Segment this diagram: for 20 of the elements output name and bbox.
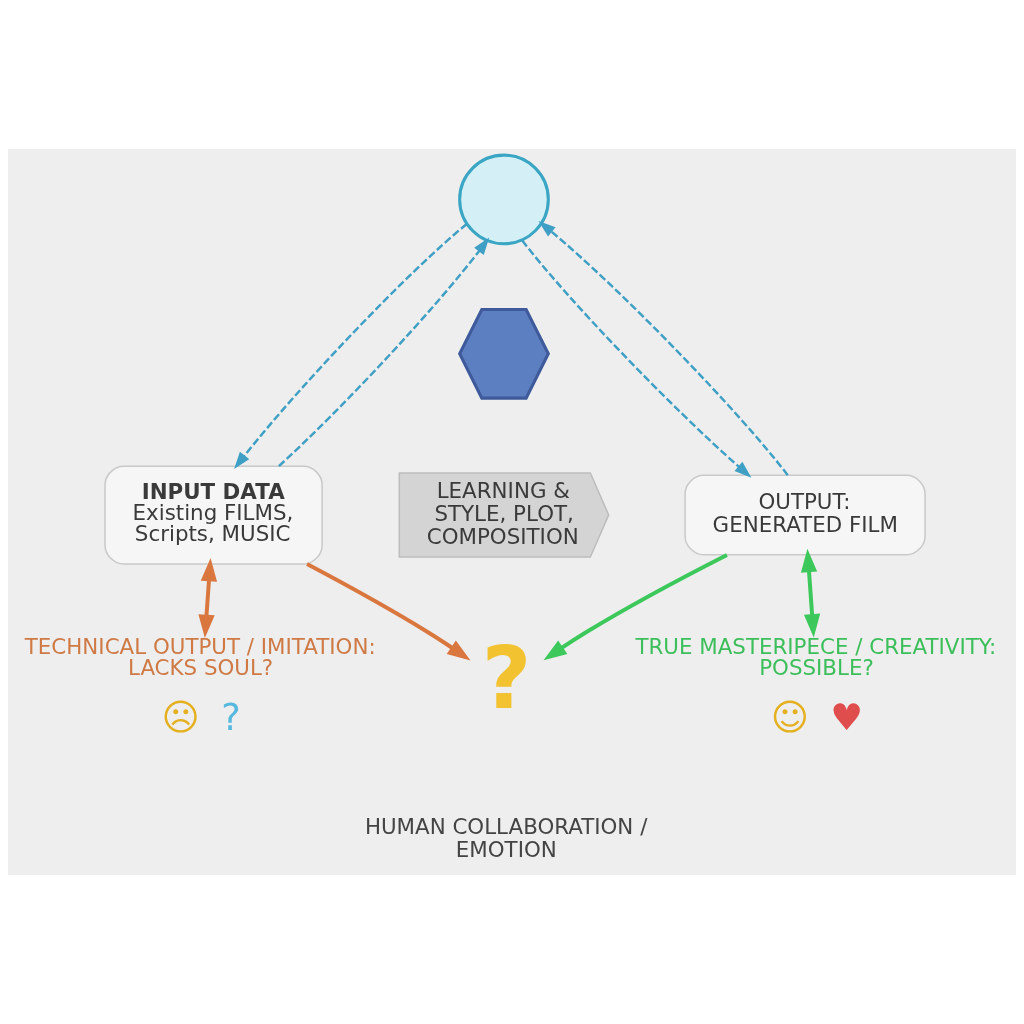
arrow — [198, 558, 218, 638]
node-circle — [458, 153, 550, 246]
node-text: TECHNICAL OUTPUT / IMITATION: LACKS SOUL? — [24, 633, 376, 681]
arrow — [800, 548, 821, 638]
node-label: ? — [221, 696, 241, 740]
node-text: ? — [481, 629, 532, 729]
arrow — [521, 239, 752, 478]
node-text: HUMAN COLLABORATION / EMOTION — [364, 814, 648, 862]
node-text: TRUE MASTERIPECE / CREATIVITY: POSSIBLE? — [635, 633, 997, 681]
node-box: INPUT DATA Existing FILMS, Scripts, MUSIC — [104, 465, 323, 565]
node-label: ☺ — [770, 696, 809, 740]
arrow — [538, 221, 789, 476]
arrow — [543, 553, 728, 661]
arrow — [306, 562, 471, 661]
node-label: ♥ — [830, 696, 864, 740]
node-label: ☹ — [161, 696, 200, 740]
node-hexagon — [457, 307, 550, 400]
node-box: OUTPUT: GENERATED FILM — [684, 474, 926, 556]
arrow — [278, 237, 490, 467]
arrow — [234, 223, 468, 470]
